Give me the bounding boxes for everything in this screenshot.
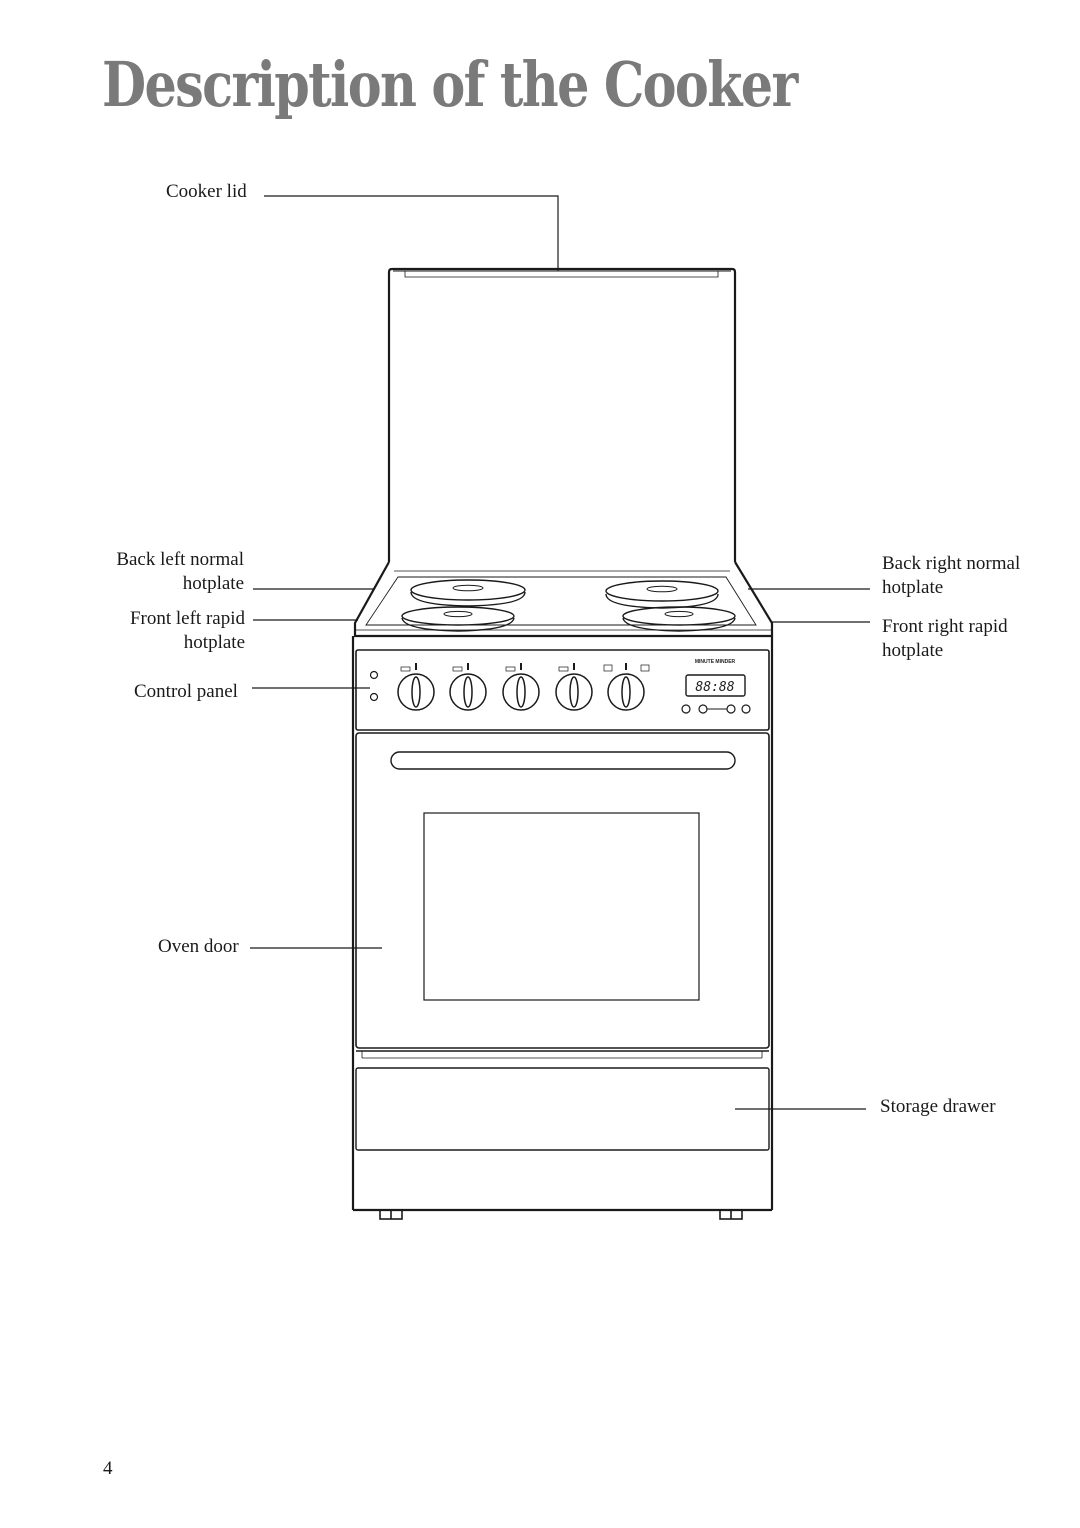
timer-button-left — [681, 704, 691, 714]
cooker-lid — [387, 267, 737, 562]
cooker-feet — [379, 1209, 743, 1220]
knob-1 — [397, 663, 435, 711]
knob-5 — [603, 663, 650, 711]
cabinet-body — [351, 636, 774, 1212]
leader-cooker-lid — [264, 195, 559, 271]
page-number: 4 — [103, 1458, 113, 1479]
label-back-left-line2: hotplate — [182, 573, 244, 594]
timer-button-right — [741, 704, 751, 714]
label-storage-drawer: Storage drawer — [880, 1096, 996, 1117]
label-front-left-hotplate: Front left rapid hotplate — [130, 607, 245, 655]
timer-button-plus — [726, 704, 736, 714]
knob-4 — [555, 663, 593, 711]
label-front-left-line2: hotplate — [183, 632, 245, 653]
label-back-right-hotplate: Back right normal hotplate — [882, 552, 1020, 600]
label-back-right-line2: hotplate — [882, 577, 944, 598]
knob-2 — [449, 663, 487, 711]
label-oven-door: Oven door — [158, 936, 239, 957]
oven-window — [423, 812, 700, 1001]
timer-display — [685, 674, 746, 697]
label-front-left-line1: Front left rapid — [129, 608, 245, 629]
label-back-right-line1: Back right normal — [882, 553, 1021, 574]
control-knobs — [397, 663, 650, 711]
timer-button-minus — [698, 704, 708, 714]
panel-minute-minder: MINUTE MINDER — [695, 659, 736, 665]
hotplate-front-right — [622, 606, 736, 632]
label-front-right-line2: hotplate — [882, 640, 944, 661]
panel-timer-digits: 88:88 — [695, 680, 734, 695]
leader-lines — [250, 195, 870, 1110]
label-front-right-line1: Front right rapid — [882, 616, 1008, 637]
label-front-right-hotplate: Front right rapid hotplate — [882, 615, 1008, 663]
page-title: Description of the Cooker — [102, 48, 798, 121]
oven-handle — [390, 751, 736, 770]
control-panel — [355, 649, 770, 731]
hotplate-back-left — [410, 579, 526, 607]
label-back-left-line1: Back left normal — [116, 549, 244, 570]
oven-door — [355, 732, 770, 1049]
label-back-left-hotplate: Back left normal hotplate — [116, 548, 244, 596]
label-control-panel: Control panel — [134, 681, 238, 702]
hob-top — [353, 561, 774, 638]
knob-3 — [502, 663, 540, 711]
hotplate-back-right — [605, 580, 719, 609]
hotplate-front-left — [401, 606, 515, 632]
storage-drawer — [355, 1050, 770, 1151]
label-cooker-lid: Cooker lid — [166, 181, 247, 202]
